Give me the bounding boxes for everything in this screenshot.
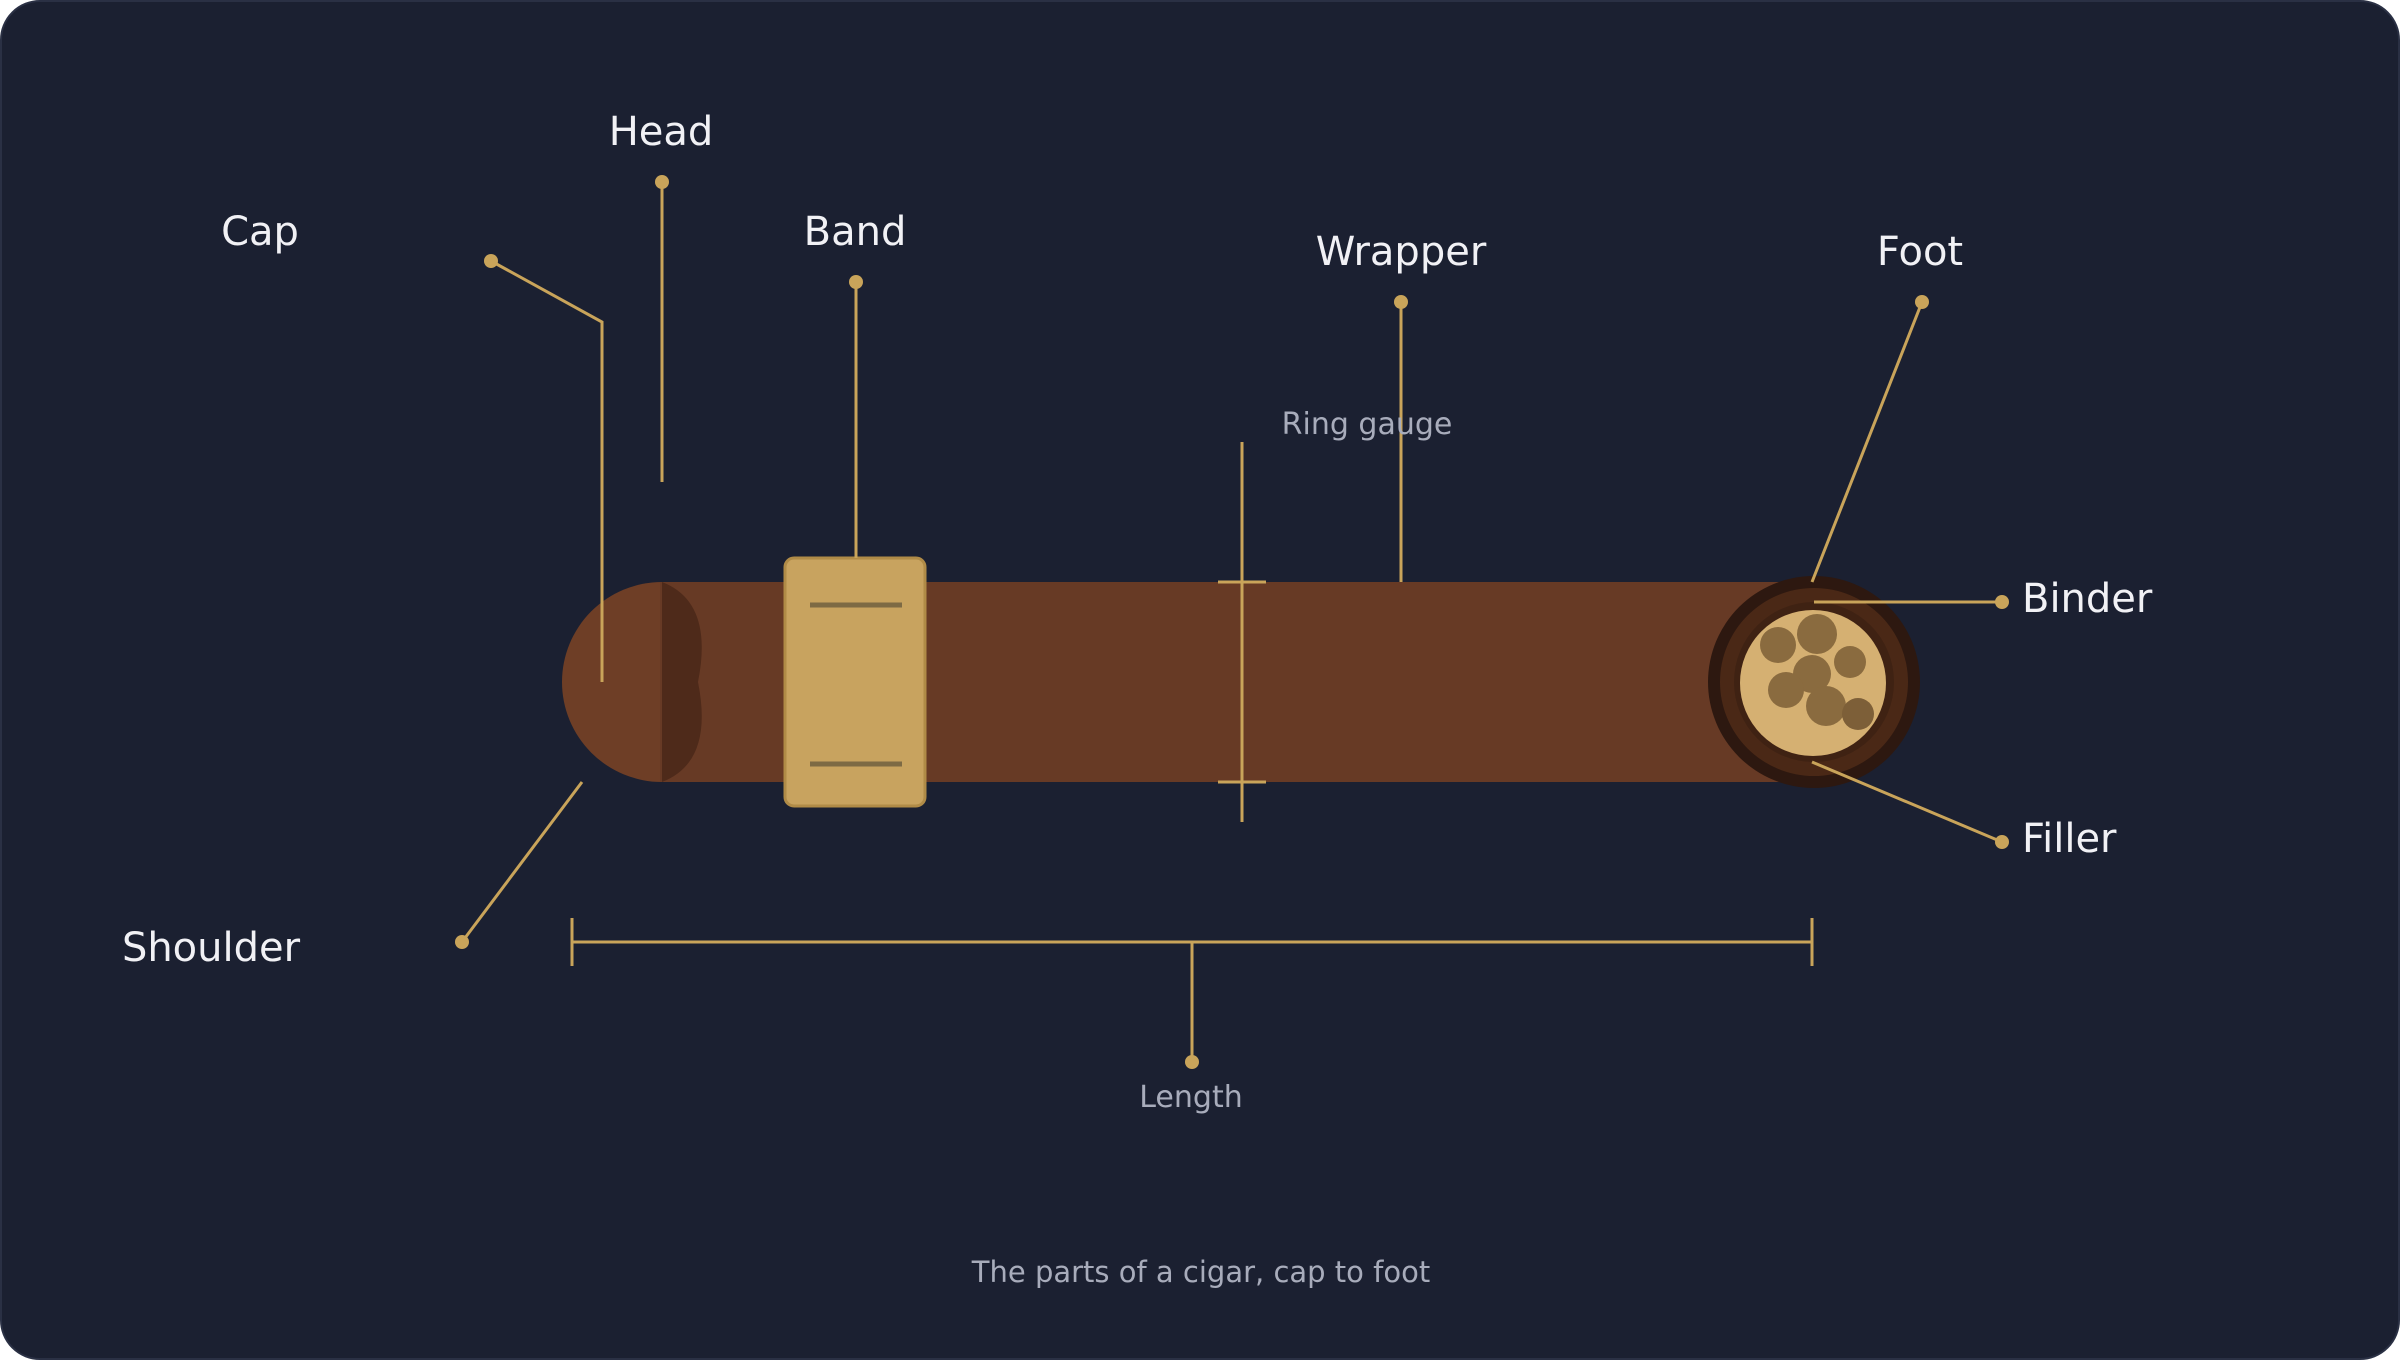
labels: Head Cap Band Wrapper Foot Binder Filler…	[122, 109, 2153, 1289]
label-binder: Binder	[2022, 576, 2153, 622]
head-dot	[655, 175, 669, 189]
label-foot: Foot	[1877, 229, 1963, 275]
binder-dot	[1995, 595, 2009, 609]
label-length: Length	[1139, 1080, 1242, 1115]
cigar-head	[562, 582, 662, 782]
label-shoulder: Shoulder	[122, 925, 301, 971]
cigar-band	[783, 556, 927, 808]
diagram-caption: The parts of a cigar, cap to foot	[971, 1255, 1430, 1289]
foot-dot	[1915, 295, 1929, 309]
label-wrapper: Wrapper	[1316, 229, 1487, 275]
label-head: Head	[609, 109, 714, 155]
shoulder-leader	[460, 781, 584, 943]
label-filler: Filler	[2022, 816, 2117, 862]
band-dot	[849, 275, 863, 289]
wrapper-dot	[1394, 295, 1408, 309]
cap-leader	[490, 259, 604, 682]
cigar	[562, 556, 1920, 808]
length-dot	[1185, 1055, 1199, 1069]
leader-lines	[455, 175, 2009, 1069]
shoulder-dot	[455, 935, 469, 949]
cigar-cap-shade	[662, 582, 702, 782]
filler-leaves	[1760, 614, 1874, 730]
label-cap: Cap	[221, 209, 299, 255]
foot-leader	[1810, 301, 1924, 583]
filler-leader	[1811, 760, 2003, 844]
filler-dot	[1995, 835, 2009, 849]
label-band: Band	[804, 209, 907, 255]
cap-dot	[484, 254, 498, 268]
label-ring-gauge: Ring gauge	[1282, 407, 1453, 442]
